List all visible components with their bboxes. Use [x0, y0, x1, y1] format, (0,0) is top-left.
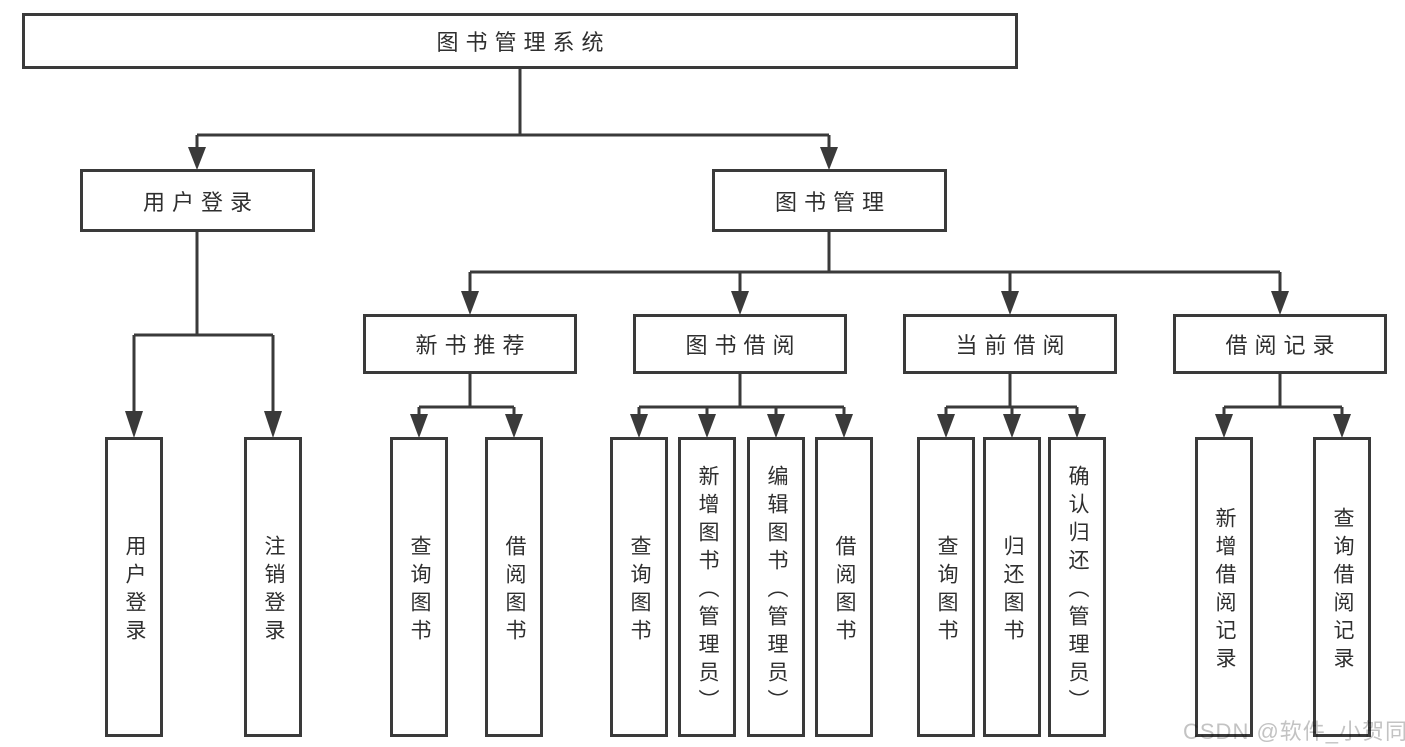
- node-root-label: 图书管理系统: [436, 30, 611, 55]
- node-leaf-bb-borrow-book: 借阅图书: [815, 437, 873, 737]
- node-root: 图书管理系统: [22, 13, 1018, 69]
- node-leaf-br-add-record-label: 新增借阅记录: [1213, 506, 1236, 675]
- arrow-down-icon: [505, 414, 523, 438]
- node-leaf-cb-confirm-return: 确认归还（管理员）: [1048, 437, 1106, 737]
- node-leaf-nbr-query-book: 查询图书: [390, 437, 448, 737]
- arrow-down-icon: [1068, 414, 1086, 438]
- node-leaf-bb-query-book-label: 查询图书: [628, 534, 651, 647]
- arrow-down-icon: [1001, 291, 1019, 315]
- node-leaf-bb-add-book: 新增图书（管理员）: [678, 437, 736, 737]
- node-borrow-record-label: 借阅记录: [1225, 333, 1342, 358]
- connector-user-login-to-leaves: [125, 232, 282, 438]
- node-leaf-bb-query-book: 查询图书: [610, 437, 668, 737]
- node-leaf-bb-borrow-book-label: 借阅图书: [833, 534, 856, 647]
- arrow-down-icon: [937, 414, 955, 438]
- node-book-management-group-label: 图书管理: [774, 189, 891, 215]
- node-leaf-cb-confirm-return-label: 确认归还（管理员）: [1066, 464, 1089, 717]
- csdn-watermark: CSDN @软件_小贺同学: [1183, 719, 1405, 744]
- arrow-down-icon: [1333, 414, 1351, 438]
- node-current-borrow-label: 当前借阅: [955, 333, 1072, 358]
- node-leaf-user-login-label: 用户登录: [123, 534, 146, 647]
- arrow-down-icon: [461, 291, 479, 315]
- arrow-down-icon: [835, 414, 853, 438]
- node-leaf-bb-edit-book-label: 编辑图书（管理员）: [765, 464, 788, 717]
- connector-current-borrow-to-leaves: [937, 374, 1086, 438]
- node-book-borrow: 图书借阅: [633, 314, 847, 374]
- arrow-down-icon: [1003, 414, 1021, 438]
- node-borrow-record: 借阅记录: [1173, 314, 1387, 374]
- arrow-down-icon: [698, 414, 716, 438]
- node-leaf-br-add-record: 新增借阅记录: [1195, 437, 1253, 737]
- connector-book-borrow-to-leaves: [630, 374, 853, 438]
- node-leaf-bb-add-book-label: 新增图书（管理员）: [696, 464, 719, 717]
- node-new-book-recommend-label: 新书推荐: [415, 333, 532, 358]
- node-leaf-logout: 注销登录: [244, 437, 302, 737]
- node-leaf-br-query-record-label: 查询借阅记录: [1331, 506, 1354, 675]
- node-leaf-nbr-borrow-book: 借阅图书: [485, 437, 543, 737]
- node-leaf-nbr-query-book-label: 查询图书: [408, 534, 431, 647]
- connector-borrow-record-to-leaves: [1215, 374, 1351, 438]
- arrow-down-icon: [630, 414, 648, 438]
- arrow-down-icon: [731, 291, 749, 315]
- node-user-login-group-label: 用户登录: [142, 189, 259, 215]
- node-leaf-nbr-borrow-book-label: 借阅图书: [503, 534, 526, 647]
- node-leaf-cb-return-book-label: 归还图书: [1001, 534, 1024, 647]
- node-leaf-logout-label: 注销登录: [262, 534, 285, 647]
- node-current-borrow: 当前借阅: [903, 314, 1117, 374]
- node-user-login-group: 用户登录: [80, 169, 315, 232]
- arrow-down-icon: [125, 411, 143, 438]
- arrow-down-icon: [1215, 414, 1233, 438]
- arrow-down-icon: [188, 147, 206, 170]
- arrow-down-icon: [264, 411, 282, 438]
- connector-book-management-to-level3: [461, 232, 1289, 315]
- arrow-down-icon: [1271, 291, 1289, 315]
- node-book-borrow-label: 图书借阅: [685, 333, 802, 358]
- connector-root-to-level2: [188, 69, 838, 170]
- node-leaf-br-query-record: 查询借阅记录: [1313, 437, 1371, 737]
- node-leaf-bb-edit-book: 编辑图书（管理员）: [747, 437, 805, 737]
- node-leaf-cb-query-book-label: 查询图书: [935, 534, 958, 647]
- node-book-management-group: 图书管理: [712, 169, 947, 232]
- arrow-down-icon: [820, 147, 838, 170]
- node-leaf-cb-return-book: 归还图书: [983, 437, 1041, 737]
- arrow-down-icon: [410, 414, 428, 438]
- node-new-book-recommend: 新书推荐: [363, 314, 577, 374]
- node-leaf-user-login: 用户登录: [105, 437, 163, 737]
- connector-new-book-recommend-to-leaves: [410, 374, 523, 438]
- node-leaf-cb-query-book: 查询图书: [917, 437, 975, 737]
- arrow-down-icon: [767, 414, 785, 438]
